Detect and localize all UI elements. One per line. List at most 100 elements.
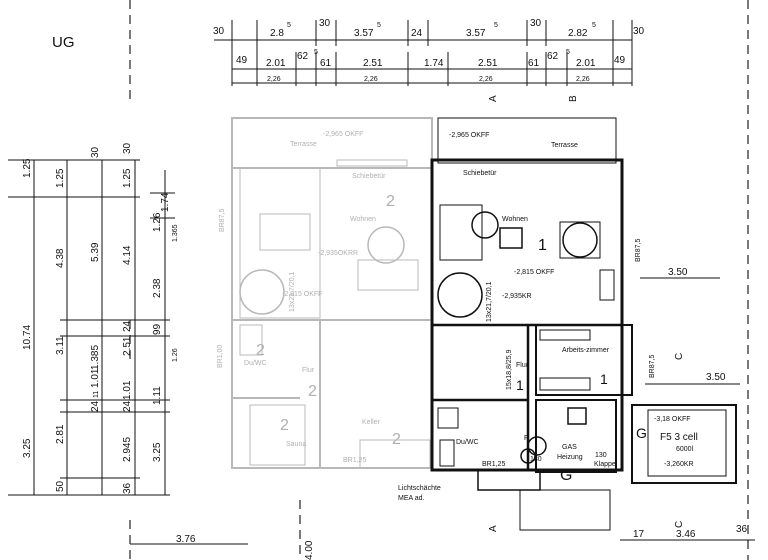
- svg-text:3.46: 3.46: [676, 529, 696, 540]
- svg-text:49: 49: [614, 55, 626, 66]
- svg-text:2: 2: [392, 431, 401, 448]
- svg-text:1: 1: [516, 377, 524, 393]
- svg-text:2,26: 2,26: [364, 76, 378, 83]
- svg-text:5.39: 5.39: [90, 242, 101, 262]
- axis-lines: [129, 0, 749, 560]
- svg-text:-2,965 OKFF: -2,965 OKFF: [323, 131, 363, 138]
- svg-text:62: 62: [297, 51, 309, 62]
- svg-text:1.25: 1.25: [55, 168, 66, 188]
- svg-text:5: 5: [377, 22, 381, 29]
- svg-text:Sauna: Sauna: [286, 441, 306, 448]
- svg-text:Terrasse: Terrasse: [290, 141, 317, 148]
- left-wing-faded: [231, 117, 433, 469]
- svg-text:Lichtschächte: Lichtschächte: [398, 485, 441, 492]
- svg-text:Du/WC: Du/WC: [244, 360, 267, 367]
- svg-text:3.25: 3.25: [152, 442, 163, 462]
- svg-text:5: 5: [494, 22, 498, 29]
- svg-text:24: 24: [411, 28, 423, 39]
- svg-text:BR87,5: BR87,5: [635, 239, 642, 262]
- svg-text:3.25: 3.25: [22, 438, 33, 458]
- svg-text:24: 24: [90, 400, 101, 412]
- svg-text:5: 5: [592, 22, 596, 29]
- svg-text:1.74: 1.74: [424, 58, 444, 69]
- svg-text:3.11: 3.11: [55, 336, 66, 355]
- svg-text:BR87,5: BR87,5: [649, 355, 656, 378]
- right-wing: [430, 117, 633, 531]
- svg-text:2,26: 2,26: [479, 76, 493, 83]
- svg-text:17: 17: [633, 529, 645, 540]
- svg-text:2.82: 2.82: [568, 28, 588, 39]
- svg-text:A: A: [488, 525, 499, 532]
- svg-text:Terrasse: Terrasse: [551, 142, 578, 149]
- svg-text:BR1,00: BR1,00: [217, 345, 224, 368]
- svg-text:1.26: 1.26: [152, 212, 163, 232]
- svg-text:4.38: 4.38: [55, 248, 66, 268]
- svg-text:1.01: 1.01: [90, 368, 101, 388]
- svg-text:Keller: Keller: [362, 419, 381, 426]
- svg-text:Du/WC: Du/WC: [456, 439, 479, 446]
- svg-text:2.38: 2.38: [152, 278, 163, 298]
- svg-text:30: 30: [530, 18, 542, 29]
- top-dimension-labels: 30 2.8 30 3.57 24 3.57 30 2.82 30 5 5 5 …: [213, 18, 645, 83]
- svg-text:3.57: 3.57: [354, 28, 374, 39]
- svg-text:61: 61: [528, 58, 540, 69]
- svg-text:30: 30: [213, 26, 225, 37]
- svg-text:Wohnen: Wohnen: [350, 216, 376, 223]
- svg-text:36: 36: [736, 524, 748, 535]
- svg-text:-3,18 OKFF: -3,18 OKFF: [654, 416, 691, 423]
- svg-text:49: 49: [236, 55, 248, 66]
- svg-text:-2,815 OKFF: -2,815 OKFF: [282, 291, 322, 298]
- svg-text:-2,965 OKFF: -2,965 OKFF: [449, 132, 489, 139]
- svg-text:F5 3 cell: F5 3 cell: [660, 432, 698, 443]
- svg-text:1.365: 1.365: [172, 224, 179, 242]
- svg-text:BR87,5: BR87,5: [219, 209, 226, 232]
- svg-text:2.51: 2.51: [478, 58, 498, 69]
- svg-text:1.11: 1.11: [152, 386, 163, 405]
- svg-text:3.76: 3.76: [176, 534, 196, 545]
- svg-text:C: C: [674, 521, 685, 528]
- svg-text:BR1,25: BR1,25: [343, 457, 366, 464]
- svg-text:2.8: 2.8: [270, 28, 284, 39]
- svg-text:1: 1: [538, 237, 547, 254]
- right-dimension-lines: [620, 277, 755, 541]
- svg-text:30: 30: [633, 26, 645, 37]
- svg-text:2,26: 2,26: [267, 76, 281, 83]
- right-wing-labels: -2,965 OKFF Terrasse Schiebetür Wohnen 1…: [398, 132, 656, 502]
- svg-text:24: 24: [122, 400, 133, 412]
- svg-text:5: 5: [287, 22, 291, 29]
- svg-text:B: B: [568, 95, 579, 102]
- svg-text:Flur: Flur: [516, 362, 529, 369]
- svg-text:-2,815 OKFF: -2,815 OKFF: [514, 269, 554, 276]
- svg-text:50: 50: [55, 480, 66, 492]
- svg-text:30: 30: [122, 142, 133, 154]
- svg-text:Flur: Flur: [302, 367, 315, 374]
- svg-text:-2,935OKRR: -2,935OKRR: [318, 250, 358, 257]
- svg-text:Schiebetür: Schiebetür: [352, 173, 386, 180]
- svg-text:Wohnen: Wohnen: [502, 216, 528, 223]
- svg-text:G: G: [560, 467, 572, 484]
- svg-text:Arbeits-zimmer: Arbeits-zimmer: [562, 347, 610, 354]
- svg-text:1.25: 1.25: [22, 158, 33, 178]
- svg-text:Heizung: Heizung: [557, 454, 583, 461]
- svg-text:1: 1: [600, 371, 608, 387]
- svg-text:1.01: 1.01: [122, 380, 133, 400]
- svg-text:1.26: 1.26: [172, 348, 179, 362]
- floor-title: UG: [52, 34, 75, 51]
- svg-text:2.945: 2.945: [122, 437, 133, 462]
- svg-text:11: 11: [93, 391, 100, 398]
- right-dimension-labels: 3.50 3.50 3.46 36 17: [633, 267, 748, 540]
- svg-text:4.14: 4.14: [122, 245, 133, 265]
- svg-text:13x21,7/20,1: 13x21,7/20,1: [486, 281, 493, 322]
- svg-text:130: 130: [595, 452, 607, 459]
- svg-text:2,26: 2,26: [576, 76, 590, 83]
- svg-text:130: 130: [530, 456, 542, 463]
- left-dimension-labels: 1.25 10.74 3.25 1.25 4.38 3.11 2.81 50 3…: [22, 142, 179, 494]
- svg-text:61: 61: [320, 58, 332, 69]
- svg-text:3.50: 3.50: [668, 267, 688, 278]
- svg-text:A: A: [488, 95, 499, 102]
- svg-text:2.51: 2.51: [363, 58, 383, 69]
- svg-text:Schiebetür: Schiebetür: [463, 170, 497, 177]
- top-dimension-chains: [214, 20, 633, 86]
- svg-text:5: 5: [566, 49, 570, 56]
